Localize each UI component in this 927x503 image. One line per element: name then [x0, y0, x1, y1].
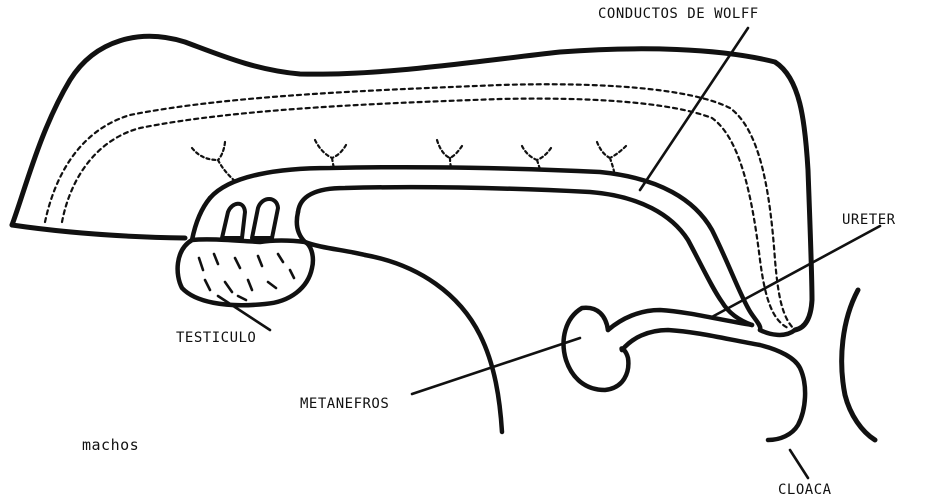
testis-connection-right	[297, 212, 365, 255]
caption-machos: machos	[82, 436, 139, 454]
testis-body	[178, 239, 313, 305]
testis-dash-marks	[199, 254, 294, 300]
label-cloaca: CLOACA	[778, 482, 832, 498]
leader-cloaca	[790, 450, 808, 478]
rete-tubule-2	[252, 199, 278, 238]
dashed-duct-outer	[45, 84, 795, 330]
body-wall-line	[12, 225, 185, 238]
wolff-duct-outer-line	[210, 167, 760, 330]
cloaca-right-wall	[842, 290, 875, 440]
ureter-duct-lower	[622, 330, 805, 440]
leader-ureter	[710, 226, 880, 318]
label-metanefros: METANEFROS	[300, 396, 389, 412]
leader-testiculo	[218, 296, 270, 330]
label-testiculo: TESTICULO	[176, 330, 256, 346]
label-ureter: URETER	[842, 212, 896, 228]
label-wolff-ducts: CONDUCTOS DE WOLFF	[598, 6, 759, 22]
duct-to-cloaca	[760, 330, 795, 335]
mesonephros-outline	[12, 36, 812, 330]
testis-connection-top	[192, 198, 210, 240]
rete-tubule-1	[222, 204, 245, 238]
